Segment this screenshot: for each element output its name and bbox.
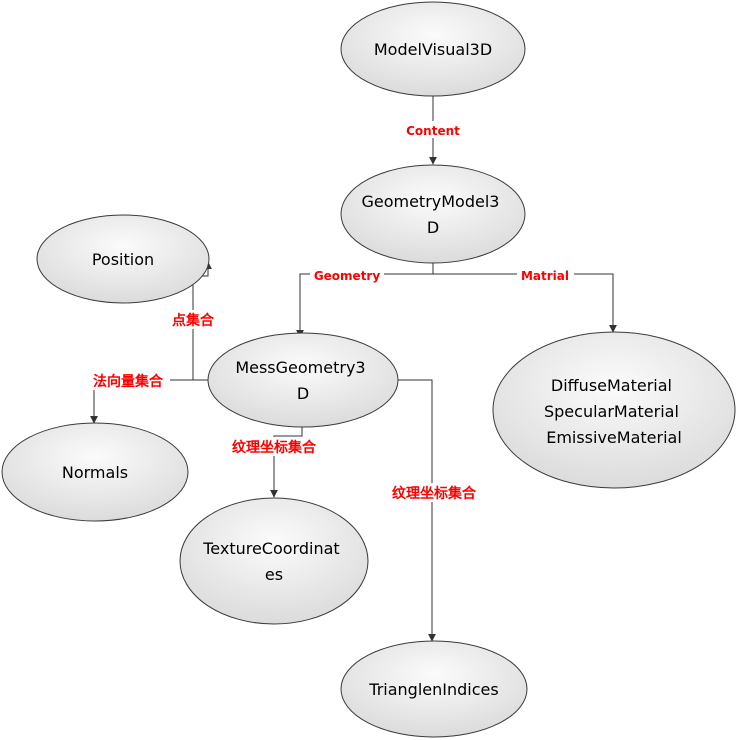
- node-triangle-indices: TrianglenIndices: [340, 640, 528, 738]
- edge-label-geometry: Geometry: [314, 269, 381, 283]
- node-normals-label: Normals: [62, 463, 128, 482]
- node-position: Position: [36, 214, 210, 304]
- node-model-visual-3d-label: ModelVisual3D: [374, 40, 492, 59]
- node-texture-coordinates: TextureCoordinat es: [179, 497, 369, 625]
- edge-label-content: Content: [406, 124, 460, 138]
- edge-label-texture: 纹理坐标集合: [232, 439, 317, 456]
- node-model-visual-3d: ModelVisual3D: [340, 1, 526, 97]
- node-materials: DiffuseMaterial SpecularMaterial Emissiv…: [492, 331, 736, 489]
- edge-label-material: Matrial: [521, 269, 569, 283]
- edge-label-normals: 法向量集合: [93, 373, 164, 390]
- edge-material: [433, 273, 617, 333]
- node-texture-coordinates-label: TextureCoordinat es: [202, 539, 345, 584]
- edge-texture: [270, 427, 303, 498]
- edge-label-indices: 纹理坐标集合: [392, 485, 477, 502]
- edge-indices: [398, 379, 436, 642]
- node-mess-geometry-3d-label: MessGeometry3 D: [235, 358, 370, 403]
- edge-label-points: 点集合: [172, 312, 215, 329]
- node-normals: Normals: [1, 422, 189, 522]
- node-mess-geometry-3d: MessGeometry3 D: [207, 332, 399, 428]
- node-triangle-indices-label: TrianglenIndices: [368, 680, 498, 699]
- edge-labels: Content Geometry Matrial 点集合 法向量集合 纹理坐标集…: [86, 121, 574, 502]
- node-geometry-model-3d: GeometryModel3 D: [340, 164, 526, 264]
- node-materials-label: DiffuseMaterial SpecularMaterial Emissiv…: [544, 376, 684, 447]
- node-position-label: Position: [92, 250, 154, 269]
- node-geometry-model-3d-label: GeometryModel3 D: [361, 192, 504, 237]
